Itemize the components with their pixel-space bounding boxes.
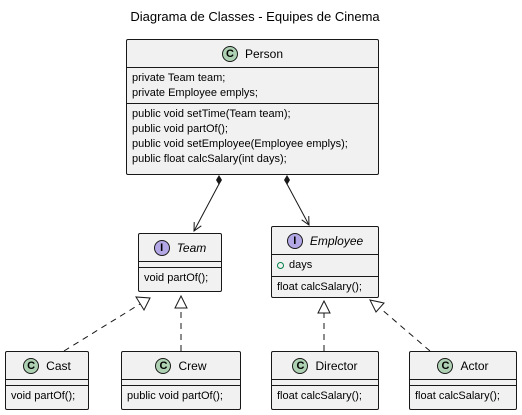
method: void partOf(); xyxy=(144,272,209,284)
fields-section xyxy=(139,262,221,268)
class-header: C Actor xyxy=(410,352,516,380)
field: private Team team; xyxy=(132,72,226,84)
methods-section: void partOf(); xyxy=(139,268,221,288)
method: float calcSalary(); xyxy=(277,390,362,402)
methods-section: float calcSalary(); xyxy=(272,277,378,297)
interface-badge-icon: I xyxy=(153,239,170,256)
class-director[interactable]: C Director float calcSalary(); xyxy=(271,351,379,410)
fields-section xyxy=(6,380,88,386)
method: float calcSalary(); xyxy=(277,281,362,293)
class-header: C Director xyxy=(272,352,378,380)
realization-arrowhead xyxy=(174,294,188,309)
class-cast[interactable]: C Cast void partOf(); xyxy=(5,351,89,410)
public-visibility-icon xyxy=(277,262,284,269)
composition-line xyxy=(286,183,309,225)
class-badge-icon: C xyxy=(292,357,309,374)
methods-section: public void setTime(Team team); public v… xyxy=(127,104,378,169)
composition-line xyxy=(194,183,220,231)
method: public void setTime(Team team); xyxy=(132,108,291,120)
field-name: days xyxy=(289,259,313,271)
class-badge-icon: C xyxy=(23,357,40,374)
method: public float calcSalary(int days); xyxy=(132,153,287,165)
realization-arrowhead xyxy=(369,299,385,313)
interface-badge-icon: I xyxy=(286,232,303,249)
class-header: C Person xyxy=(127,40,378,68)
realization-crew-team xyxy=(174,294,188,351)
class-actor[interactable]: C Actor float calcSalary(); xyxy=(409,351,517,410)
method: public void partOf(); xyxy=(127,390,223,402)
method: public void partOf(); xyxy=(132,123,228,135)
realization-cast-team xyxy=(63,296,151,352)
method: void partOf(); xyxy=(11,390,76,402)
class-name: Director xyxy=(315,358,358,373)
class-name: Actor xyxy=(460,358,489,373)
realization-arrowhead xyxy=(317,299,331,314)
interface-employee[interactable]: I Employee days float calcSalary(); xyxy=(271,226,379,298)
class-name: Employee xyxy=(309,233,364,248)
methods-section: float calcSalary(); xyxy=(410,386,516,406)
realization-actor-employee xyxy=(369,299,431,352)
realization-line xyxy=(63,303,141,352)
class-name: Person xyxy=(244,46,284,61)
method: float calcSalary(); xyxy=(415,390,500,402)
methods-section: float calcSalary(); xyxy=(272,386,378,406)
class-badge-icon: C xyxy=(437,357,454,374)
method: public void setEmployee(Employee emplys)… xyxy=(132,138,348,150)
fields-section: days xyxy=(272,255,378,277)
fields-section xyxy=(272,380,378,386)
class-name: Team xyxy=(176,240,207,255)
composition-person-team xyxy=(194,175,222,231)
class-crew[interactable]: C Crew public void partOf(); xyxy=(121,351,241,410)
class-header: I Team xyxy=(139,234,221,262)
interface-team[interactable]: I Team void partOf(); xyxy=(138,233,222,292)
realization-arrowhead xyxy=(135,296,151,312)
methods-section: void partOf(); xyxy=(6,386,88,406)
diagram-title: Diagrama de Classes - Equipes de Cinema xyxy=(130,9,380,24)
class-header: I Employee xyxy=(272,227,378,255)
class-name: Cast xyxy=(46,358,71,373)
class-header: C Crew xyxy=(122,352,240,380)
field: private Employee emplys; xyxy=(132,87,258,99)
composition-diamond xyxy=(284,175,290,185)
realization-director-employee xyxy=(317,299,331,351)
composition-person-employee xyxy=(284,175,309,225)
fields-section: private Team team; private Employee empl… xyxy=(127,68,378,104)
fields-section xyxy=(410,380,516,386)
class-name: Crew xyxy=(178,358,207,373)
class-header: C Cast xyxy=(6,352,88,380)
composition-diamond xyxy=(216,175,222,185)
field: days xyxy=(277,258,373,273)
class-person[interactable]: C Person private Team team; private Empl… xyxy=(126,39,379,175)
class-badge-icon: C xyxy=(221,45,238,62)
class-badge-icon: C xyxy=(155,357,172,374)
realization-line xyxy=(379,307,431,352)
fields-section xyxy=(122,380,240,386)
methods-section: public void partOf(); xyxy=(122,386,240,406)
